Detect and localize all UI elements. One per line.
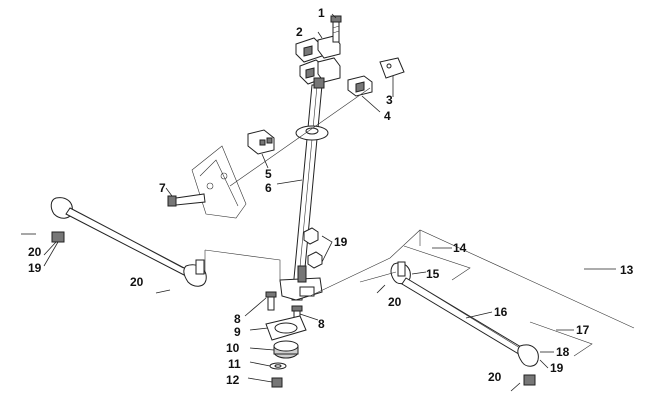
block-part-4 [347,75,373,97]
callout-20-right-upper: 20 [388,295,402,309]
callout-2: 2 [296,25,303,39]
callout-9: 9 [234,325,241,339]
nuts-part-19 [303,227,323,269]
callout-16: 16 [494,305,508,319]
leader-lines [43,13,635,383]
callout-4: 4 [384,109,391,123]
callout-20-left: 20 [28,245,42,259]
callout-12: 12 [226,373,240,387]
callout-10: 10 [226,341,240,355]
cotter-pins-part-20 [21,233,521,392]
steering-column [279,84,329,301]
callout-20-right-lower: 20 [488,370,502,384]
callout-3: 3 [386,93,393,107]
tie-rod-left [50,197,207,287]
bracket-part-3 [379,57,405,79]
upper-clamp-blocks [295,35,341,89]
callout-19-center: 19 [334,235,348,249]
callout-17: 17 [576,323,590,337]
callout-20-center: 20 [130,275,144,289]
callout-6: 6 [265,181,272,195]
callout-19-right: 19 [550,361,564,375]
callout-18: 18 [556,345,570,359]
block-part-5 [247,129,275,155]
bolt-part-1 [330,15,342,43]
callout-11: 11 [228,357,241,371]
lower-bearing-stack [265,291,307,388]
callout-8-left: 8 [234,312,241,326]
callout-1: 1 [318,6,325,20]
callout-8-right: 8 [318,317,325,331]
callout-labels: 1 2 3 4 5 6 7 8 8 9 10 11 12 13 14 15 16… [28,6,634,387]
callout-5: 5 [265,167,272,181]
callout-13: 13 [620,263,634,277]
callout-15: 15 [426,267,440,281]
mounting-bracket-outline [191,145,247,219]
callout-19-left: 19 [28,261,42,275]
tie-rod-right [390,261,539,386]
callout-14: 14 [453,241,467,255]
bolt-part-7 [167,193,206,207]
callout-7: 7 [159,181,166,195]
